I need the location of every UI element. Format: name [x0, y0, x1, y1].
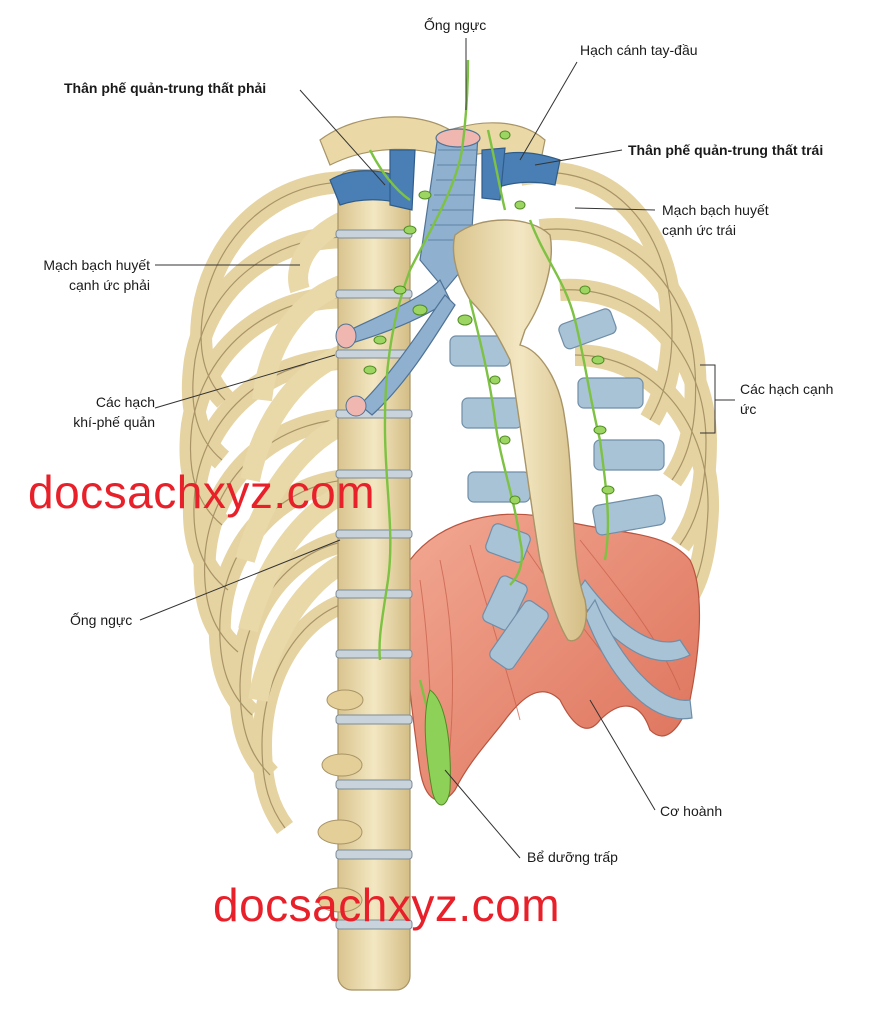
lymph-nodes — [363, 130, 615, 505]
label-left-bronchomediastinal-trunk: Thân phế quản-trung thất trái — [628, 142, 824, 158]
label-left-parasternal-vessel-line1: Mạch bạch huyết — [662, 202, 769, 218]
label-cisterna-chyli: Bể dưỡng trấp — [527, 849, 618, 865]
label-right-parasternal-vessel-line1: Mạch bạch huyết — [43, 257, 150, 273]
label-parasternal-nodes-line2: ức — [740, 401, 757, 417]
watermark-upper: docsachxyz.com — [28, 466, 376, 518]
label-parasternal-nodes-line1: Các hạch cạnh — [740, 381, 834, 397]
label-left-parasternal-vessel-line2: cạnh ức trái — [662, 222, 736, 238]
label-thoracic-duct-left: Ống ngực — [70, 612, 133, 628]
label-right-bronchomediastinal-trunk: Thân phế quản-trung thất phải — [64, 80, 267, 96]
posterior-rib-left-outlines — [519, 171, 709, 606]
label-diaphragm: Cơ hoành — [660, 803, 723, 819]
label-brachiocephalic-node: Hạch cánh tay-đầu — [580, 42, 698, 58]
label-right-parasternal-vessel-line2: cạnh ức phải — [69, 277, 150, 293]
costal-cartilages — [449, 308, 693, 720]
watermark-lower: docsachxyz.com — [213, 879, 561, 931]
leader-lines — [139, 38, 735, 859]
veins — [329, 147, 561, 211]
label-tracheobronchial-nodes-line1: Các hạch — [95, 394, 155, 410]
cisterna-chyli — [424, 689, 451, 806]
label-tracheobronchial-nodes-line2: khí-phế quản — [73, 414, 155, 430]
lymphatic-vessels — [368, 59, 610, 801]
label-thoracic-duct-top: Ống ngực — [424, 17, 487, 33]
sternum — [452, 219, 587, 642]
